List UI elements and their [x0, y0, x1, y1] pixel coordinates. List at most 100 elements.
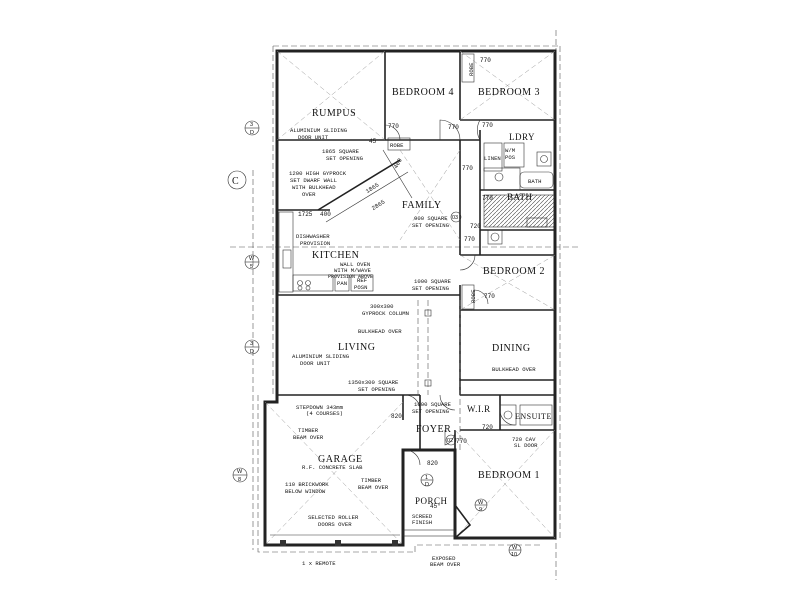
svg-text:770: 770: [484, 293, 495, 300]
svg-text:PROVISION: PROVISION: [300, 240, 330, 247]
svg-text:SET OPENING: SET OPENING: [358, 386, 396, 393]
svg-text:D: D: [250, 130, 254, 136]
svg-text:EXPOSED: EXPOSED: [432, 555, 456, 562]
section-markers: 3 D W 5 3 D W 8 C 1 D W 9 W 10 03 02: [227, 120, 522, 558]
svg-text:400: 400: [392, 157, 404, 170]
svg-text:ROBE: ROBE: [390, 142, 404, 149]
svg-text:9: 9: [479, 507, 482, 513]
svg-text:W/M: W/M: [505, 147, 515, 154]
svg-text:BATH: BATH: [528, 178, 541, 185]
room-label-garage: GARAGE: [318, 454, 363, 465]
svg-text:DOOR UNIT: DOOR UNIT: [300, 360, 331, 367]
svg-text:400: 400: [320, 211, 331, 218]
room-label-bath: BATH: [507, 192, 533, 202]
svg-text:02: 02: [447, 438, 453, 444]
svg-text:1000 SQUARE: 1000 SQUARE: [414, 278, 452, 285]
svg-text:BEAM OVER: BEAM OVER: [293, 434, 324, 441]
room-label-rumpus: RUMPUS: [312, 108, 356, 119]
svg-text:820: 820: [427, 460, 438, 467]
svg-text:1 x REMOTE: 1 x REMOTE: [302, 560, 336, 567]
svg-text:1000 SQUARE: 1000 SQUARE: [414, 401, 452, 408]
svg-text:720: 720: [482, 424, 493, 431]
svg-text:ROBE: ROBE: [468, 62, 475, 76]
svg-text:STEPDOWN 343mm: STEPDOWN 343mm: [296, 404, 344, 411]
svg-text:FINISH: FINISH: [412, 519, 432, 526]
svg-text:720 CAV: 720 CAV: [512, 436, 536, 443]
svg-text:1: 1: [425, 475, 428, 481]
svg-text:SELECTED ROLLER: SELECTED ROLLER: [308, 514, 359, 521]
svg-text:W: W: [512, 545, 518, 551]
svg-text:TIMBER: TIMBER: [361, 477, 382, 484]
svg-text:BULKHEAD OVER: BULKHEAD OVER: [358, 328, 402, 335]
svg-text:W: W: [249, 256, 255, 262]
svg-text:720: 720: [470, 223, 481, 230]
porch-angle: [454, 504, 472, 539]
angled-dwarf-wall: [317, 149, 413, 223]
svg-text:SET OPENING: SET OPENING: [412, 222, 450, 229]
svg-text:770: 770: [388, 123, 399, 130]
svg-text:BELOW WINDOW: BELOW WINDOW: [285, 488, 326, 495]
svg-text:OVER: OVER: [302, 191, 316, 198]
svg-text:SL DOOR: SL DOOR: [514, 442, 538, 449]
svg-text:ALUMINIUM SLIDING: ALUMINIUM SLIDING: [290, 127, 348, 134]
svg-text:W: W: [237, 469, 243, 475]
svg-text:BEAM OVER: BEAM OVER: [430, 561, 461, 568]
svg-text:ALUMINIUM SLIDING: ALUMINIUM SLIDING: [292, 353, 350, 360]
svg-text:LINEN: LINEN: [484, 155, 501, 162]
svg-text:770: 770: [464, 236, 475, 243]
svg-text:D: D: [425, 482, 429, 488]
room-label-living: LIVING: [338, 342, 375, 353]
svg-text:8: 8: [238, 477, 241, 483]
room-label-family: FAMILY: [402, 200, 442, 211]
svg-text:45°: 45°: [430, 503, 441, 510]
svg-text:770: 770: [482, 195, 493, 202]
svg-text:PAN: PAN: [337, 280, 347, 287]
svg-text:770: 770: [482, 122, 493, 129]
svg-text:W: W: [478, 500, 484, 506]
svg-text:D: D: [250, 349, 254, 355]
garage-roller-doors: [270, 534, 400, 546]
dimension-labels: 770 770 770 770 770 770 770 770 770 720 …: [298, 57, 495, 510]
svg-text:ROBE: ROBE: [470, 289, 477, 303]
svg-text:DOOR UNIT: DOOR UNIT: [298, 134, 329, 141]
svg-text:3: 3: [250, 341, 253, 347]
room-label-ldry: LDRY: [509, 132, 535, 142]
room-label-kitchen: KITCHEN: [312, 250, 359, 261]
svg-text:DOORS OVER: DOORS OVER: [318, 521, 352, 528]
svg-text:SET DWARF WALL: SET DWARF WALL: [290, 177, 337, 184]
svg-text:PROVISION ABOVE: PROVISION ABOVE: [328, 274, 373, 280]
room-label-foyer: FOYER: [416, 424, 451, 435]
outer-walls: [263, 49, 557, 547]
room-label-bedroom4: BEDROOM 4: [392, 87, 454, 98]
svg-text:BEAM OVER: BEAM OVER: [358, 484, 389, 491]
svg-text:1725: 1725: [298, 211, 313, 218]
wet-area-fittings: [483, 142, 555, 426]
svg-text:R.F. CONCRETE SLAB: R.F. CONCRETE SLAB: [302, 464, 363, 471]
svg-text:SCREED: SCREED: [412, 513, 433, 520]
svg-text:SET OPENING: SET OPENING: [412, 408, 450, 415]
svg-text:1865 SQUARE: 1865 SQUARE: [322, 148, 360, 155]
room-label-porch: PORCH: [415, 496, 448, 506]
svg-text:SET OPENING: SET OPENING: [412, 285, 450, 292]
room-label-dining: DINING: [492, 343, 531, 354]
svg-text:GYPROCK COLUMN: GYPROCK COLUMN: [362, 310, 409, 317]
svg-text:POSN: POSN: [354, 284, 367, 291]
svg-text:03: 03: [452, 215, 458, 221]
svg-text:WITH BULKHEAD: WITH BULKHEAD: [292, 184, 336, 191]
svg-text:770: 770: [480, 57, 491, 64]
svg-text:3: 3: [250, 122, 253, 128]
robe-bedroom4: [387, 137, 411, 151]
svg-text:45: 45: [369, 138, 377, 145]
door-swings: [384, 119, 516, 466]
room-label-wir: W.I.R: [467, 404, 491, 414]
ceiling-diagonals: [264, 50, 556, 546]
svg-text:REF: REF: [357, 277, 367, 284]
robe-bedroom2: [461, 284, 475, 310]
svg-text:900 SQUARE: 900 SQUARE: [414, 215, 448, 222]
room-label-bedroom3: BEDROOM 3: [478, 87, 540, 98]
porch-beam: [402, 529, 456, 537]
svg-text:110 BRICKWORK: 110 BRICKWORK: [285, 481, 329, 488]
svg-text:820: 820: [391, 413, 402, 420]
svg-text:1200 HIGH GYPROCK: 1200 HIGH GYPROCK: [289, 170, 347, 177]
